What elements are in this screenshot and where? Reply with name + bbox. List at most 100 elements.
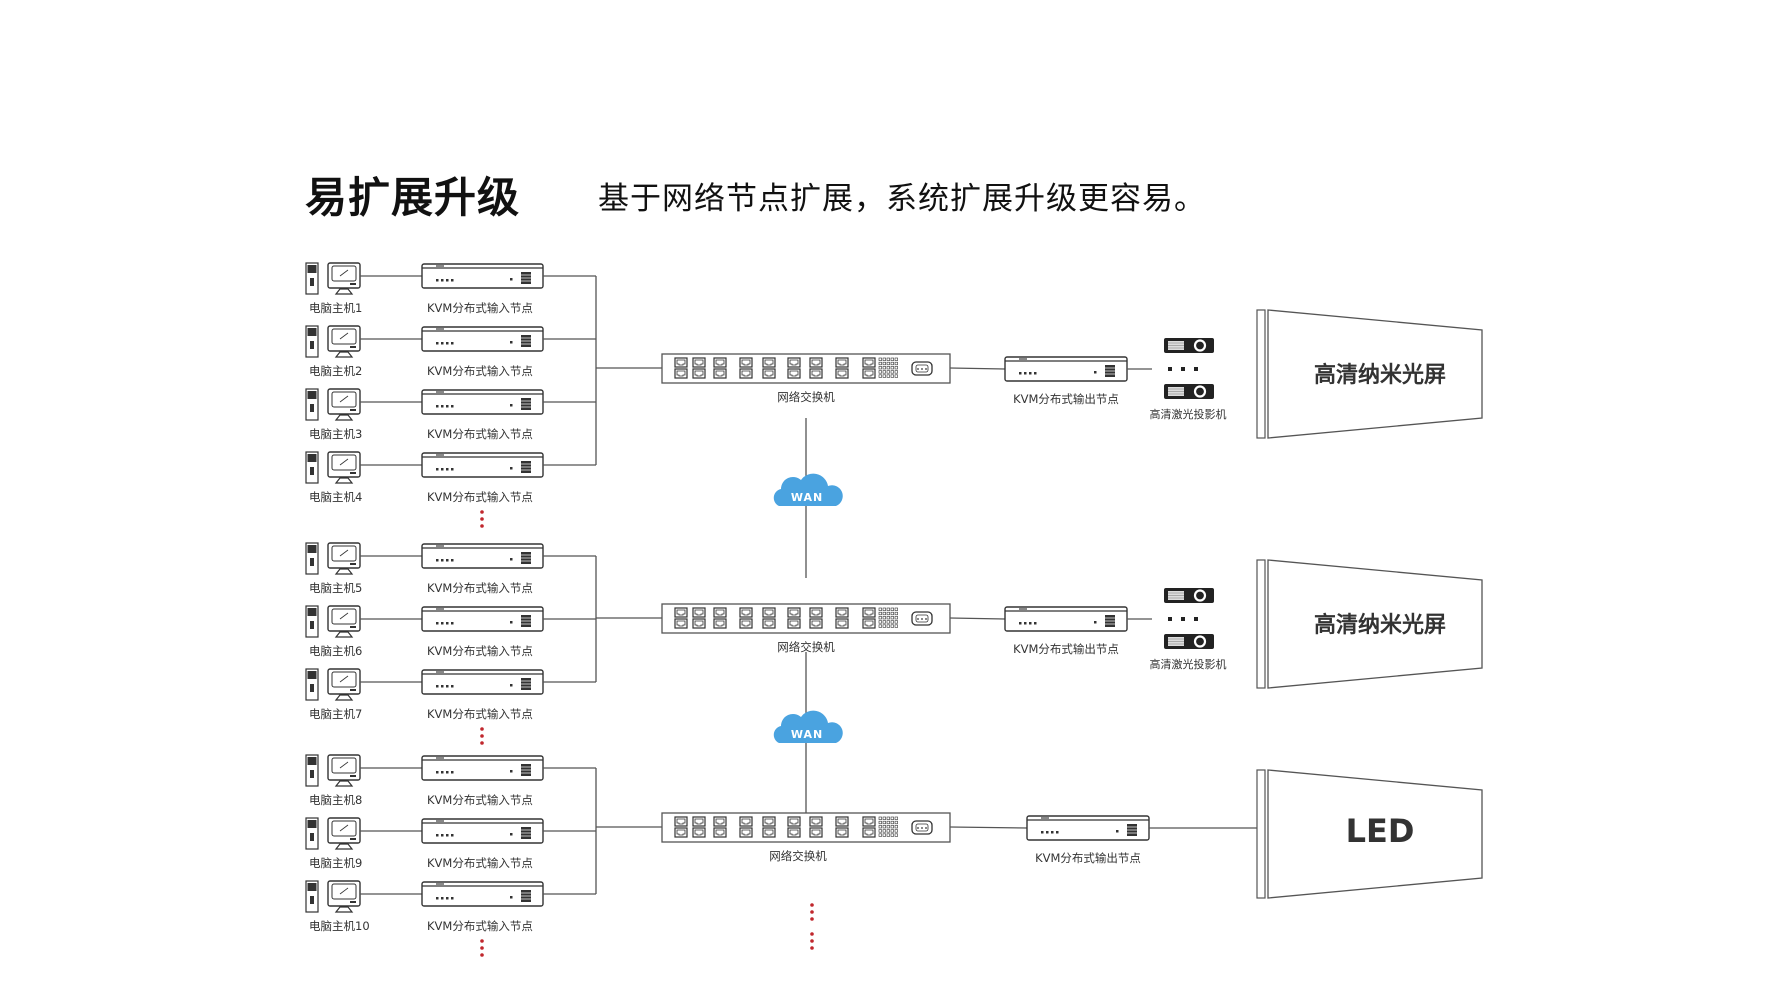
ethernet-port-icon [739, 816, 753, 827]
vent-hole [886, 361, 890, 366]
kvm-input-node [421, 389, 544, 415]
ethernet-port-icon [787, 816, 801, 827]
monitor-glare [339, 458, 349, 466]
tower-slot [310, 278, 314, 286]
page-title: 易扩展升级 [305, 173, 521, 222]
projector-lens [1193, 635, 1207, 648]
ethernet-port-jack [741, 620, 751, 627]
vent-hole [878, 825, 882, 829]
node-led [446, 342, 449, 345]
ethernet-port-jack [811, 620, 821, 627]
ethernet-port-icon [739, 357, 753, 368]
ethernet-port-icon [674, 607, 688, 618]
monitor-stand [334, 288, 354, 295]
ethernet-port-jack [864, 609, 874, 616]
input-node-label: KVM分布式输入节点 [427, 581, 533, 595]
tower-slot [310, 896, 314, 904]
vent-hole [882, 624, 886, 628]
vent-hole [890, 611, 894, 616]
vent-hole [878, 620, 882, 624]
node-power-led [510, 684, 513, 687]
monitor-stand [334, 568, 354, 575]
tower-drive [307, 883, 317, 891]
ethernet-port-jack [811, 359, 821, 366]
ethernet-port-icon [862, 816, 876, 827]
kvm-input-node [421, 543, 544, 569]
ethernet-port-jack [789, 829, 799, 836]
screen-edge [1256, 309, 1266, 439]
more-dot [480, 524, 484, 528]
monitor-buttons [350, 838, 356, 840]
vent-hole [890, 361, 894, 366]
host-label: 电脑主机10 [309, 919, 370, 933]
ethernet-port-jack [764, 829, 774, 836]
tower-slot [310, 341, 314, 349]
tower-drive [307, 328, 317, 336]
computer-icon [305, 262, 361, 295]
node-led [441, 468, 444, 471]
vent-hole [894, 361, 898, 366]
host-label: 电脑主机1 [309, 301, 362, 315]
vent-hole [890, 607, 894, 611]
node-led [1056, 831, 1059, 834]
input-node-label: KVM分布式输入节点 [427, 301, 533, 315]
vent-hole [894, 816, 898, 820]
more-dot [810, 939, 814, 943]
vent-hole [882, 361, 886, 366]
node-logo [436, 454, 444, 456]
ethernet-port-icon [862, 357, 876, 368]
ethernet-port-jack [694, 359, 704, 366]
node-led [441, 622, 444, 625]
computer-icon [305, 668, 361, 701]
vent-hole [894, 607, 898, 611]
node-led [436, 685, 439, 688]
ethernet-port-jack [789, 620, 799, 627]
monitor-stand [334, 477, 354, 484]
more-dot [480, 741, 484, 745]
node-led [1034, 622, 1037, 625]
node-led [436, 559, 439, 562]
node-led [1046, 831, 1049, 834]
ethernet-port-jack [837, 370, 847, 377]
vent-hole [890, 370, 894, 374]
computer-icon [305, 542, 361, 575]
vent-hole [890, 616, 894, 620]
node-led [436, 622, 439, 625]
more-dot [810, 946, 814, 950]
vent-hole [894, 833, 898, 837]
vent-hole [890, 829, 894, 833]
ethernet-port-jack [864, 370, 874, 377]
vent-hole [882, 607, 886, 611]
node-led [436, 834, 439, 837]
projector-more-dot [1168, 367, 1172, 371]
vent-hole [878, 611, 882, 616]
node-led [1041, 831, 1044, 834]
vent-hole [886, 374, 890, 378]
node-led [436, 279, 439, 282]
vent-hole [894, 611, 898, 616]
ethernet-port-jack [715, 609, 725, 616]
vent-hole [882, 816, 886, 820]
more-dot [810, 932, 814, 936]
ethernet-port-icon [762, 827, 776, 838]
tower-drive [307, 671, 317, 679]
host-label: 电脑主机8 [309, 793, 362, 807]
ethernet-port-jack [694, 829, 704, 836]
power-pin [921, 368, 923, 370]
more-dot [810, 917, 814, 921]
kvm-input-node [421, 326, 544, 352]
input-node-label: KVM分布式输入节点 [427, 707, 533, 721]
power-pin [921, 827, 923, 829]
ethernet-port-icon [713, 827, 727, 838]
kvm-input-node [421, 881, 544, 907]
ethernet-port-icon [862, 368, 876, 379]
input-more-indicator [480, 727, 484, 745]
vent-hole [878, 374, 882, 378]
more-dot [810, 910, 814, 914]
computer-icon [305, 325, 361, 358]
monitor-glare [339, 332, 349, 340]
computer-icon [305, 388, 361, 421]
monitor-glare [339, 761, 349, 769]
power-pin [925, 618, 927, 620]
